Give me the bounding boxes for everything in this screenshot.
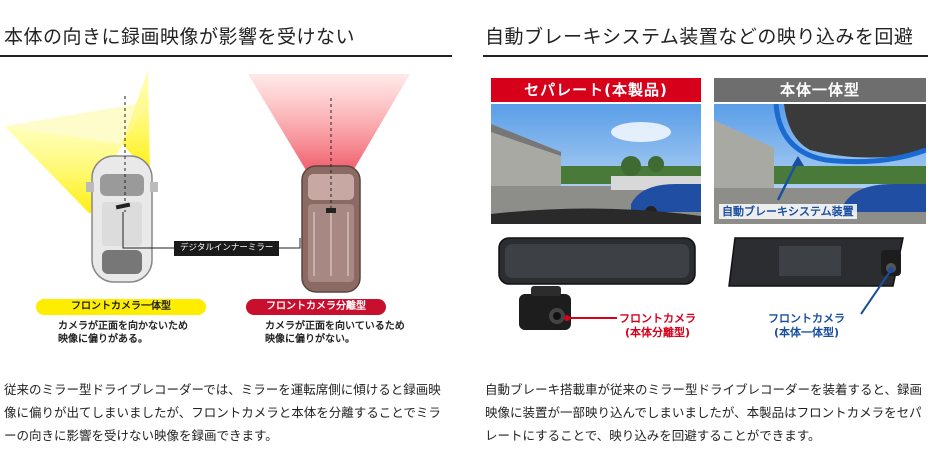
right-description: 自動ブレーキ搭載車が従来のミラー型ドライブレコーダーを装着すると、録画映像に装置… — [485, 382, 923, 443]
note-integrated: カメラが正面を向かないため 映像に偏りがある。 — [58, 321, 188, 345]
separate-camera-label: フロントカメラ (本体分離型) — [619, 312, 696, 339]
right-section-title: 自動ブレーキシステム装置などの映り込みを回避 — [485, 26, 914, 48]
separate-camera-icon — [519, 286, 571, 330]
integrated-camera-label: フロントカメラ (本体一体型) — [768, 312, 845, 339]
left-section: 本体の向きに録画映像が影響を受けない — [0, 0, 452, 468]
right-title-rule — [483, 55, 928, 57]
car-separate-icon — [301, 165, 361, 293]
camera-direction-diagram — [4, 70, 410, 293]
separate-view-photo — [491, 104, 701, 224]
panel-integrated-header: 本体一体型 — [714, 78, 926, 102]
auto-brake-label: 自動ブレーキシステム装置 — [719, 204, 857, 219]
left-description: 従来のミラー型ドライブレコーダーでは、ミラーを運転席側に傾けると録画映像に偏りが… — [4, 382, 441, 443]
red-view-cone — [248, 74, 410, 210]
panel-separate-header: セパレート(本製品) — [491, 78, 701, 102]
left-section-title: 本体の向きに録画映像が影響を受けない — [4, 26, 356, 48]
mirror-label: デジタルインナーミラー — [174, 241, 280, 256]
note-separate: カメラが正面を向いているため 映像に偏りがない。 — [265, 321, 405, 345]
car-integrated-icon — [86, 155, 158, 283]
badge-integrated: フロントカメラ一体型 — [36, 299, 206, 315]
badge-separate: フロントカメラ分離型 — [246, 299, 386, 315]
left-title-rule — [0, 55, 452, 57]
right-section: 自動ブレーキシステム装置などの映り込みを回避 セパレート(本製品) 本体一体型 — [483, 0, 928, 468]
device-illustrations — [498, 237, 904, 330]
